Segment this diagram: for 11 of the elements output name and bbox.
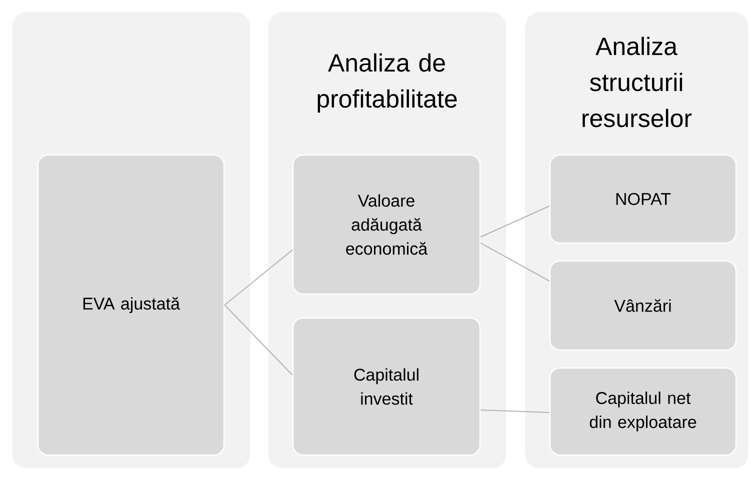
connector-line	[224, 250, 293, 306]
connector-line	[480, 206, 550, 238]
process-box: Capitalul net din exploatare	[549, 367, 737, 456]
connector-line	[480, 242, 550, 282]
connector-line	[224, 304, 293, 376]
process-box: NOPAT	[549, 154, 737, 244]
process-box: Vânzări	[549, 260, 737, 351]
process-box: Valoare adăugată economică	[292, 154, 481, 295]
connector-line	[480, 410, 550, 413]
process-box: Capitalul investit	[292, 317, 481, 456]
process-box: EVA ajustată	[37, 154, 225, 456]
